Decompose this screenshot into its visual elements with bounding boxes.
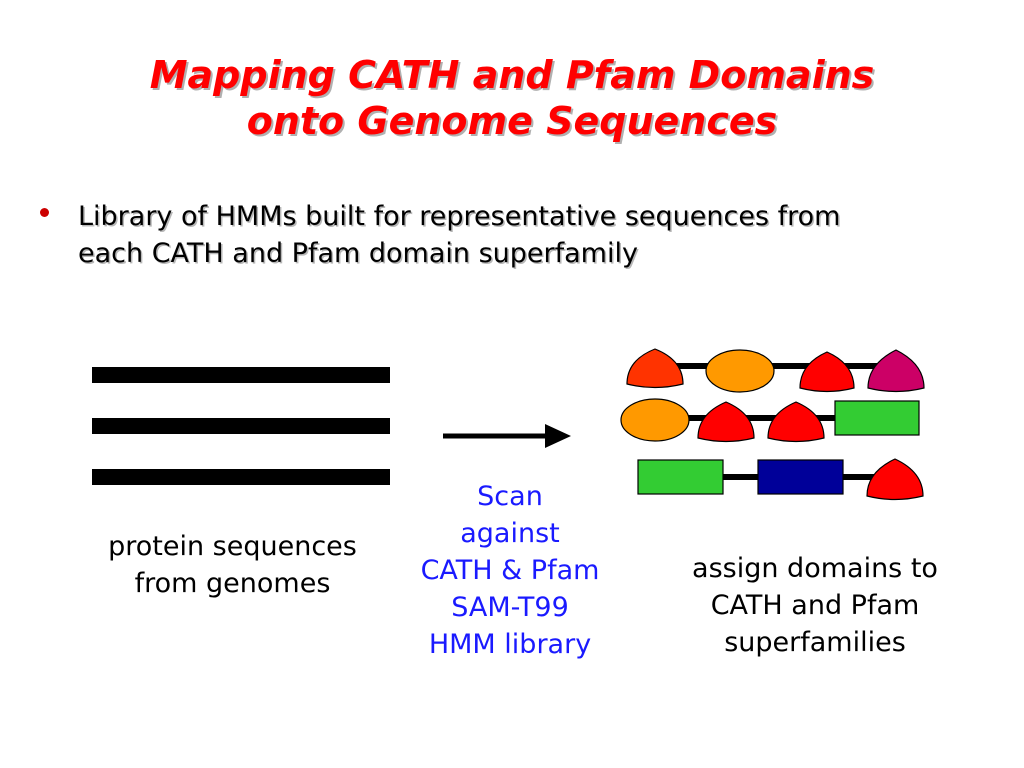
- caption-line: assign domains to: [692, 553, 938, 584]
- protein-sequence-bar: [92, 418, 390, 434]
- domain-shape: [767, 401, 825, 443]
- sequences-caption: protein sequences from genomes: [80, 528, 385, 602]
- caption-line: CATH and Pfam: [710, 590, 920, 621]
- title-line-1: Mapping CATH and Pfam Domains: [149, 53, 875, 97]
- caption-line: Scan: [477, 481, 543, 512]
- caption-line: CATH & Pfam: [420, 555, 600, 586]
- domain-shape: [697, 401, 755, 443]
- domain-shape: [757, 459, 844, 495]
- bullet-line-1: Library of HMMs built for representative…: [78, 201, 841, 232]
- protein-sequence-bar: [92, 367, 390, 383]
- domain-shape: [867, 349, 925, 393]
- caption-line: protein sequences: [108, 531, 357, 562]
- domain-shape: [866, 458, 924, 501]
- caption-line: superfamilies: [724, 627, 906, 658]
- domain-shape: [799, 351, 855, 393]
- assign-caption: assign domains to CATH and Pfam superfam…: [660, 550, 970, 661]
- scan-caption: Scan against CATH & Pfam SAM-T99 HMM lib…: [390, 478, 630, 663]
- slide-title: Mapping CATH and Pfam Domains onto Genom…: [0, 52, 1024, 144]
- domain-shape: [705, 349, 775, 393]
- right-arrow-icon: [443, 424, 571, 448]
- title-line-2: onto Genome Sequences: [246, 99, 778, 143]
- round-bullet-icon: [40, 208, 49, 217]
- domain-shape: [637, 459, 724, 495]
- bullet-line-2: each CATH and Pfam domain superfamily: [78, 238, 638, 269]
- protein-sequence-bar: [92, 469, 390, 485]
- bullet-text: Library of HMMs built for representative…: [78, 198, 1008, 272]
- caption-line: SAM-T99: [451, 592, 569, 623]
- caption-line: against: [460, 518, 560, 549]
- domain-shape: [834, 400, 920, 436]
- caption-line: HMM library: [428, 629, 592, 660]
- domain-shape: [626, 348, 684, 389]
- caption-line: from genomes: [134, 568, 331, 599]
- domain-shape: [620, 398, 690, 442]
